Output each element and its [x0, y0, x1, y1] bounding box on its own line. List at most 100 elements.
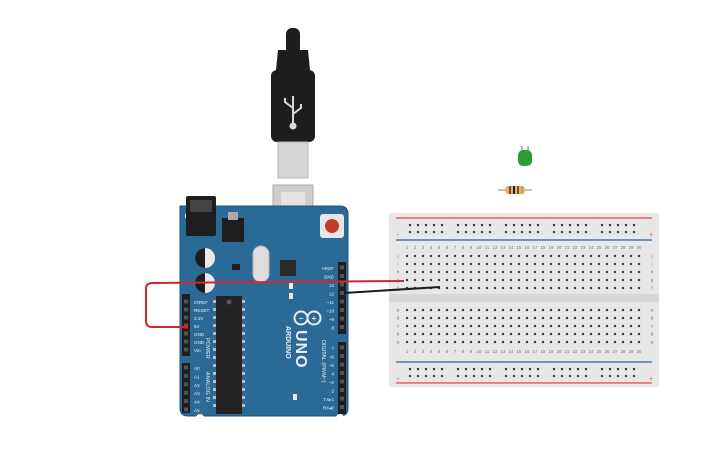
breadboard-hole[interactable]	[597, 340, 601, 344]
breadboard-hole[interactable]	[509, 278, 513, 282]
wires[interactable]	[145, 280, 441, 328]
breadboard-hole[interactable]	[405, 254, 409, 258]
breadboard-hole[interactable]	[485, 324, 489, 328]
breadboard-hole[interactable]	[504, 223, 508, 227]
breadboard-holes[interactable]	[405, 223, 641, 378]
breadboard-hole[interactable]	[581, 286, 585, 290]
breadboard-hole[interactable]	[565, 286, 569, 290]
breadboard-hole[interactable]	[477, 254, 481, 258]
header-pin[interactable]	[184, 407, 188, 412]
breadboard-hole[interactable]	[637, 278, 641, 282]
breadboard-hole[interactable]	[517, 308, 521, 312]
breadboard-hole[interactable]	[533, 262, 537, 266]
breadboard-hole[interactable]	[533, 278, 537, 282]
header-pin[interactable]	[340, 379, 344, 384]
breadboard-hole[interactable]	[432, 230, 436, 234]
breadboard-hole[interactable]	[533, 324, 537, 328]
breadboard-hole[interactable]	[560, 230, 564, 234]
breadboard-hole[interactable]	[405, 316, 409, 320]
breadboard-hole[interactable]	[568, 374, 572, 378]
breadboard-hole[interactable]	[517, 286, 521, 290]
breadboard-hole[interactable]	[424, 223, 428, 227]
breadboard-hole[interactable]	[488, 230, 492, 234]
breadboard-hole[interactable]	[421, 278, 425, 282]
breadboard-hole[interactable]	[557, 286, 561, 290]
breadboard-hole[interactable]	[581, 340, 585, 344]
breadboard-hole[interactable]	[573, 278, 577, 282]
breadboard-hole[interactable]	[525, 324, 529, 328]
header-pin[interactable]	[340, 282, 344, 287]
breadboard-hole[interactable]	[629, 286, 633, 290]
breadboard-hole[interactable]	[605, 278, 609, 282]
breadboard-hole[interactable]	[581, 316, 585, 320]
breadboard-hole[interactable]	[621, 254, 625, 258]
breadboard-hole[interactable]	[453, 316, 457, 320]
breadboard-hole[interactable]	[621, 332, 625, 336]
breadboard-hole[interactable]	[637, 262, 641, 266]
breadboard-hole[interactable]	[445, 278, 449, 282]
breadboard-hole[interactable]	[485, 332, 489, 336]
header-pin[interactable]	[184, 382, 188, 387]
breadboard-hole[interactable]	[501, 324, 505, 328]
breadboard-hole[interactable]	[632, 223, 636, 227]
breadboard-hole[interactable]	[613, 340, 617, 344]
breadboard-hole[interactable]	[477, 340, 481, 344]
breadboard-hole[interactable]	[589, 324, 593, 328]
breadboard-hole[interactable]	[480, 374, 484, 378]
breadboard-hole[interactable]	[549, 324, 553, 328]
breadboard-hole[interactable]	[637, 286, 641, 290]
resistor[interactable]	[498, 186, 532, 194]
breadboard-hole[interactable]	[509, 254, 513, 258]
breadboard-hole[interactable]	[549, 270, 553, 274]
breadboard-hole[interactable]	[573, 308, 577, 312]
breadboard-hole[interactable]	[573, 324, 577, 328]
breadboard-hole[interactable]	[605, 324, 609, 328]
breadboard-hole[interactable]	[493, 316, 497, 320]
breadboard-hole[interactable]	[536, 230, 540, 234]
breadboard-hole[interactable]	[605, 286, 609, 290]
breadboard-hole[interactable]	[477, 286, 481, 290]
header-pin[interactable]	[184, 339, 188, 344]
breadboard-hole[interactable]	[573, 270, 577, 274]
breadboard-hole[interactable]	[429, 278, 433, 282]
breadboard-hole[interactable]	[453, 270, 457, 274]
breadboard-hole[interactable]	[517, 262, 521, 266]
breadboard-hole[interactable]	[533, 286, 537, 290]
breadboard-hole[interactable]	[557, 308, 561, 312]
breadboard-hole[interactable]	[501, 254, 505, 258]
breadboard-hole[interactable]	[480, 367, 484, 371]
breadboard-hole[interactable]	[597, 316, 601, 320]
breadboard-hole[interactable]	[517, 332, 521, 336]
breadboard-hole[interactable]	[624, 230, 628, 234]
breadboard-hole[interactable]	[469, 254, 473, 258]
header-pin[interactable]	[340, 345, 344, 350]
breadboard-hole[interactable]	[429, 332, 433, 336]
header-pin[interactable]	[184, 315, 188, 320]
breadboard-hole[interactable]	[453, 254, 457, 258]
breadboard-hole[interactable]	[557, 332, 561, 336]
breadboard-hole[interactable]	[613, 270, 617, 274]
breadboard-hole[interactable]	[608, 367, 612, 371]
breadboard-hole[interactable]	[429, 254, 433, 258]
arduino-board[interactable]: − + ARDUINO UNO POWER ANALOG IN DIGITAL …	[179, 196, 349, 422]
breadboard-hole[interactable]	[536, 223, 540, 227]
breadboard-hole[interactable]	[533, 308, 537, 312]
breadboard-hole[interactable]	[512, 367, 516, 371]
breadboard-hole[interactable]	[613, 254, 617, 258]
led[interactable]	[518, 146, 532, 166]
header-pin[interactable]	[340, 396, 344, 401]
breadboard-hole[interactable]	[608, 223, 612, 227]
breadboard-hole[interactable]	[405, 278, 409, 282]
breadboard-hole[interactable]	[488, 367, 492, 371]
digital-header-bottom[interactable]	[338, 342, 346, 414]
breadboard-hole[interactable]	[501, 262, 505, 266]
breadboard-hole[interactable]	[453, 308, 457, 312]
breadboard-hole[interactable]	[549, 254, 553, 258]
breadboard-hole[interactable]	[445, 308, 449, 312]
breadboard-hole[interactable]	[584, 367, 588, 371]
breadboard-hole[interactable]	[597, 286, 601, 290]
breadboard-hole[interactable]	[573, 340, 577, 344]
breadboard-hole[interactable]	[581, 332, 585, 336]
breadboard-hole[interactable]	[501, 340, 505, 344]
breadboard-hole[interactable]	[445, 316, 449, 320]
